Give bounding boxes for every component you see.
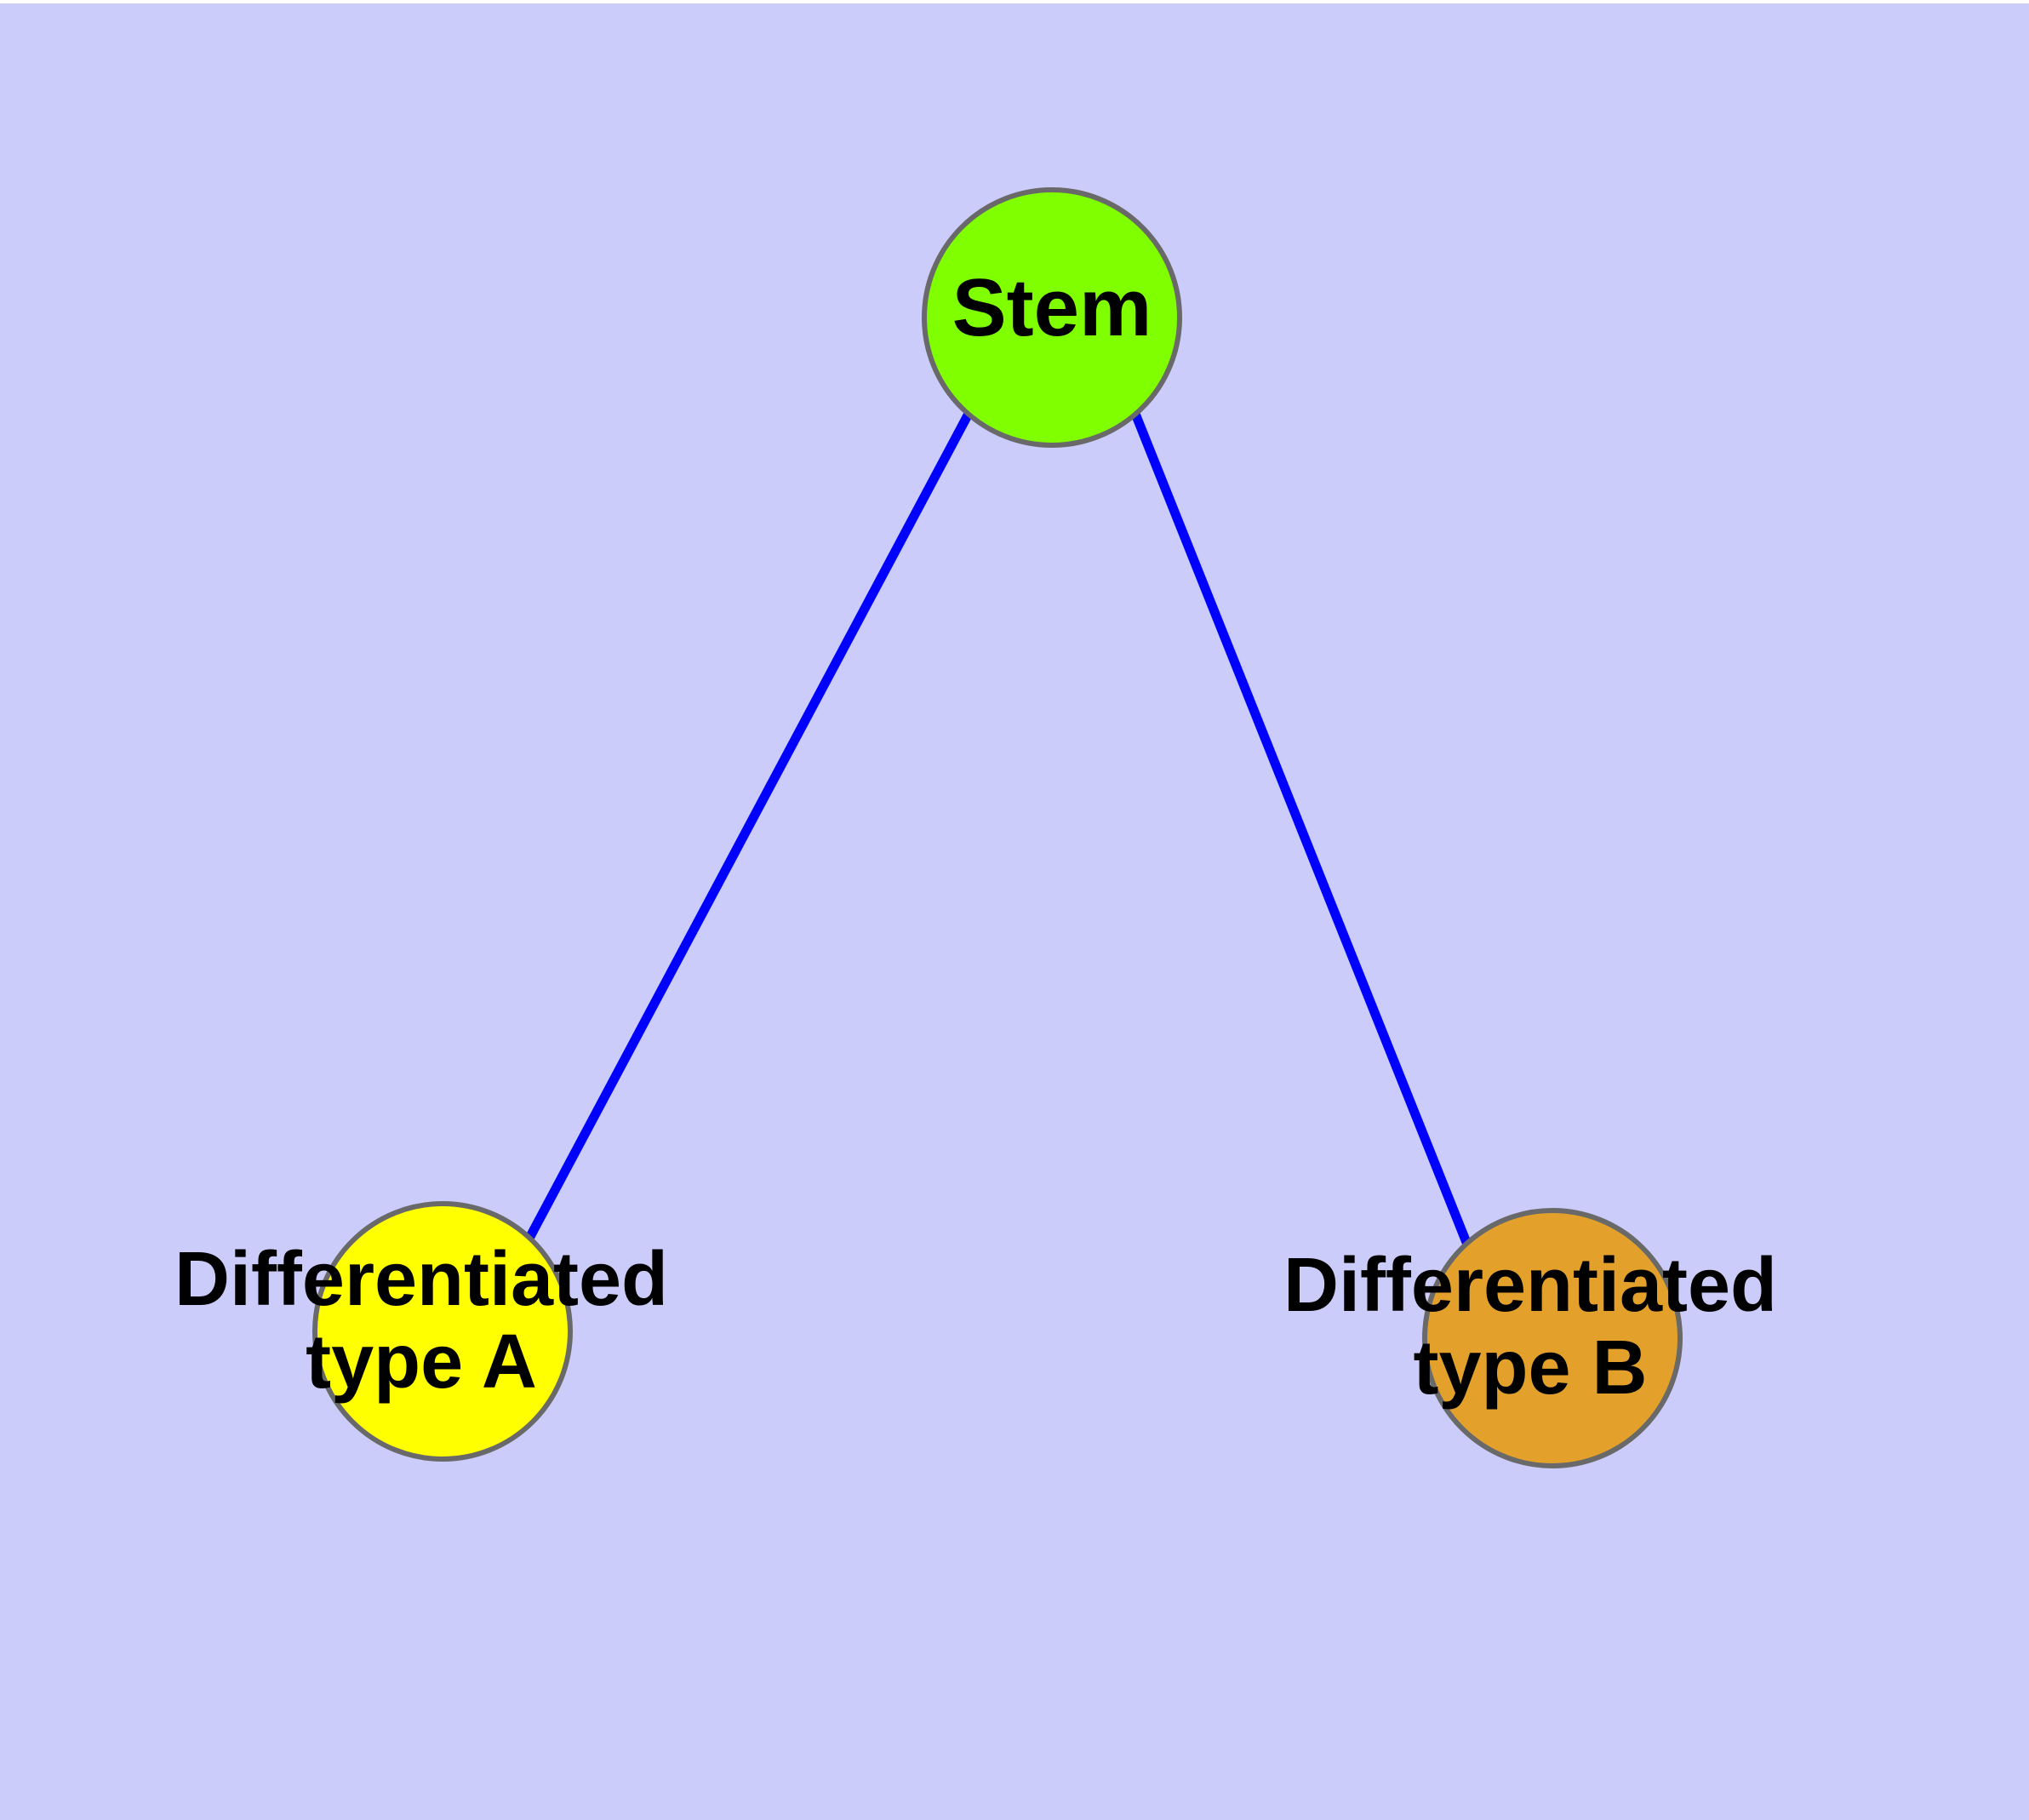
edge-layer — [522, 411, 1476, 1256]
node-stem[interactable] — [922, 187, 1182, 448]
node-layer — [312, 187, 1683, 1468]
node-differentiated-type-a[interactable] — [312, 1201, 573, 1462]
canvas-top-border — [0, 0, 2029, 3]
node-differentiated-type-b[interactable] — [1422, 1208, 1683, 1468]
edge-stem-to-differentiated-type-b[interactable] — [1130, 411, 1476, 1256]
edge-stem-to-differentiated-type-a[interactable] — [522, 411, 973, 1247]
